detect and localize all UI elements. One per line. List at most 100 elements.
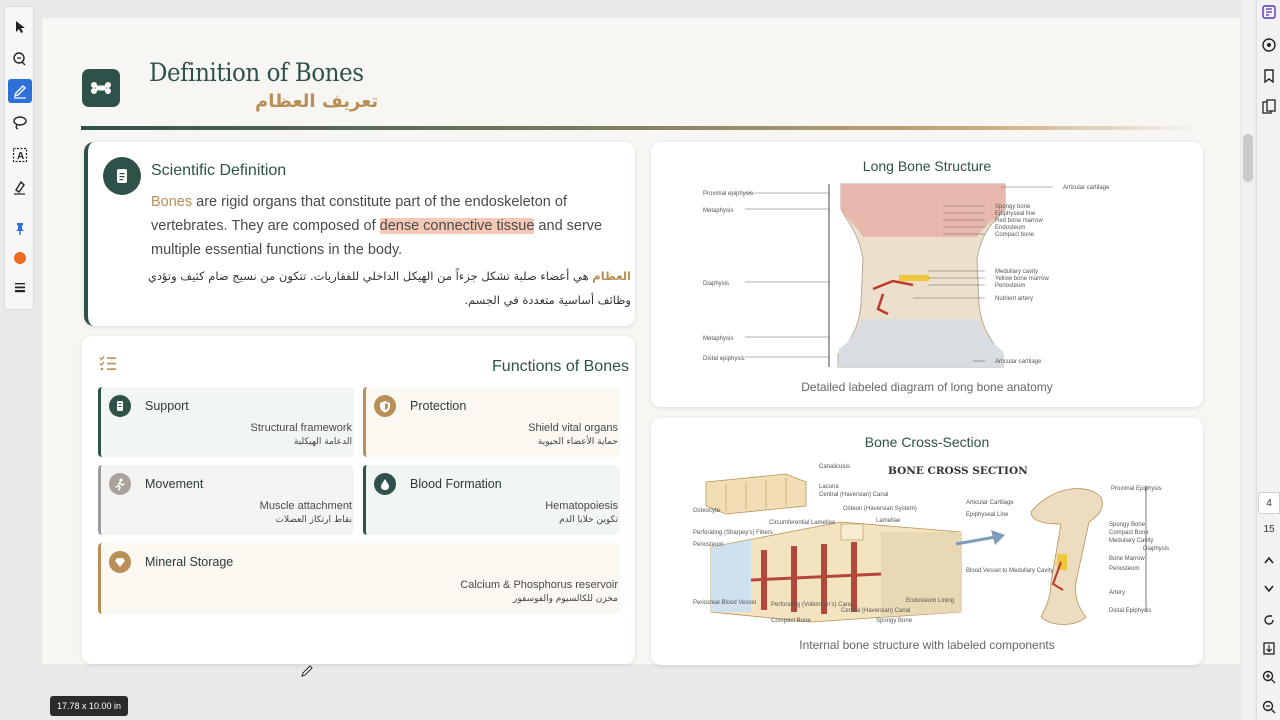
pages-icon[interactable] — [1261, 99, 1277, 115]
draw-tool-button[interactable] — [8, 111, 32, 135]
gem-icon — [115, 557, 125, 567]
label-nutrient-artery: Nutrient artery — [995, 296, 1033, 302]
label-perforating-fibers: Perforating (Sharpey's) Fibers — [693, 530, 773, 536]
function-description-arabic: الدعامة الهيكلية — [293, 437, 352, 447]
comment-panel-icon[interactable] — [1261, 37, 1277, 53]
function-icon-wrap — [374, 395, 396, 417]
label-articular-cartilage: Articular cartilage — [1063, 185, 1110, 191]
chevron-up-icon[interactable] — [1263, 555, 1275, 565]
function-name: Blood Formation — [410, 477, 502, 491]
function-description-arabic: مخزن للكالسيوم والفوسفور — [513, 594, 618, 604]
bookmark-icon[interactable] — [1261, 68, 1277, 84]
long-bone-card: Long Bone Structure Proximal epiphysis M… — [651, 142, 1203, 407]
function-icon-wrap — [109, 473, 131, 495]
zoom-in-icon[interactable] — [1262, 670, 1276, 684]
cursor-icon — [16, 21, 25, 33]
label-spongy-bone-cs: Spongy Bone — [876, 618, 913, 624]
function-description-arabic: حماية الأعضاء الحيوية — [537, 437, 618, 447]
definition-badge — [103, 157, 141, 195]
pen-cursor-icon — [301, 665, 313, 677]
bone-icon — [91, 82, 111, 94]
label-periosteum: Periosteum — [995, 283, 1025, 289]
label-metaphysis-distal: Metaphysis — [703, 336, 733, 342]
label-circumferential-lamellae: Circumferential Lamellae — [769, 520, 836, 526]
label-compact-bone-cs: Compact Bone — [771, 618, 811, 624]
cross-section-diagram: BONE CROSS SECTION — [693, 464, 1169, 625]
document-icon — [117, 169, 127, 183]
definition-body-arabic: هي أعضاء صلبة تشكل جزءاً من الهيكل الداخ… — [147, 269, 631, 307]
label-distal-epiphysis-cs: Distal Epiphysis — [1109, 608, 1151, 614]
page-number-field[interactable]: 4 — [1258, 492, 1280, 514]
label-spongy-bone: Spongy bone — [995, 204, 1031, 210]
page-count: 15 — [1263, 524, 1275, 535]
function-name: Movement — [145, 477, 204, 491]
function-name: Support — [145, 399, 189, 413]
download-icon[interactable] — [1262, 641, 1276, 655]
cross-section-diagram-title: BONE CROSS SECTION — [888, 465, 1028, 477]
label-diaphysis-cs: Diaphysis — [1143, 546, 1169, 552]
color-picker-button[interactable] — [8, 246, 32, 270]
highlighted-phrase[interactable]: dense connective tissue — [379, 218, 535, 234]
label-distal-epiphysis: Distal epiphysis — [703, 356, 745, 362]
femur-illustration — [1030, 488, 1103, 625]
label-epiphyseal-line-cs: Epiphyseal Line — [966, 512, 1009, 518]
shield-icon — [380, 400, 390, 412]
function-description: Shield vital organs — [528, 422, 618, 434]
title-badge — [82, 69, 120, 107]
highlight-tool-button[interactable] — [8, 79, 32, 103]
label-compact-bone: Compact bone — [995, 232, 1035, 238]
definition-text-arabic: العظام هي أعضاء صلبة تشكل جزءاً من الهيك… — [128, 264, 631, 312]
definition-text-part-1: are rigid organs that constitute part of… — [151, 194, 567, 234]
function-description: Muscle attachment — [259, 500, 352, 512]
definition-term-arabic: العظام — [592, 269, 631, 283]
label-proximal-epiphysis-cs: Proximal Epiphysis — [1111, 486, 1162, 492]
function-icon-wrap — [109, 395, 131, 417]
function-description: Calcium & Phosphorus reservoir — [460, 579, 618, 591]
text-box-icon: A — [12, 147, 28, 163]
page-size-badge: 17.78 x 10.00 in — [50, 696, 129, 716]
line-weight-icon — [15, 283, 25, 293]
pin-icon — [16, 223, 24, 235]
function-description-arabic: نقاط ارتكاز العضلات — [275, 515, 353, 525]
sign-tool-button[interactable] — [8, 175, 32, 199]
osteon-block-illustration — [705, 473, 807, 515]
label-red-bone-marrow: Red bone marrow — [995, 218, 1043, 224]
label-periosteal-blood-vessel: Periosteal Blood Vessel — [693, 600, 756, 606]
lasso-icon — [13, 116, 27, 130]
label-artery: Artery — [1109, 590, 1125, 596]
scrollbar-thumb[interactable] — [1243, 134, 1253, 182]
label-spongy-bone-femur: Spongy Bone — [1109, 522, 1146, 528]
stroke-width-button[interactable] — [8, 275, 32, 299]
svg-text:A: A — [17, 151, 24, 162]
slide-title: Definition of Bones — [149, 58, 364, 87]
label-lacuna: Lacuna — [819, 484, 839, 490]
label-endosteum: Endosteum — [995, 225, 1025, 231]
right-sidebar — [1256, 0, 1280, 720]
title-divider — [81, 126, 1201, 130]
definition-heading: Scientific Definition — [151, 162, 287, 179]
label-blood-vessel: Blood Vessel to Medullary Cavity — [966, 568, 1053, 574]
function-item-support: Support Structural framework الدعامة اله… — [98, 387, 354, 457]
label-central-canal-lower: Central (Haversian) Canal — [841, 608, 910, 614]
functions-card: Functions of Bones Support Structural fr… — [82, 336, 635, 664]
cross-section-caption: Internal bone structure with labeled com… — [799, 638, 1055, 652]
blood-drop-icon — [381, 478, 389, 490]
zoom-out-icon[interactable] — [1262, 700, 1276, 714]
label-canaliculus: Canaliculus — [819, 464, 850, 470]
rotate-icon[interactable] — [1262, 613, 1276, 627]
label-compact-bone-femur: Compact Bone — [1109, 530, 1149, 536]
fill-sign-icon — [14, 180, 25, 195]
text-box-tool-button[interactable]: A — [8, 143, 32, 167]
pin-button[interactable] — [8, 217, 32, 241]
chevron-down-icon[interactable] — [1263, 584, 1275, 594]
select-tool-button[interactable] — [8, 15, 32, 39]
comment-icon — [13, 52, 26, 66]
comment-tool-button[interactable] — [8, 47, 32, 71]
bone-wedge-illustration — [710, 521, 962, 623]
definition-text-part-2: and serve multiple essential functions i… — [151, 218, 603, 258]
label-volkmann-canal: Perforating (Volkmann's) Canal — [771, 602, 854, 608]
vertical-scrollbar[interactable] — [1241, 0, 1255, 720]
edit-pdf-icon[interactable] — [1261, 4, 1277, 20]
label-osteon: Osteon (Haversian System) — [843, 506, 917, 512]
cross-section-title: Bone Cross-Section — [864, 434, 990, 450]
